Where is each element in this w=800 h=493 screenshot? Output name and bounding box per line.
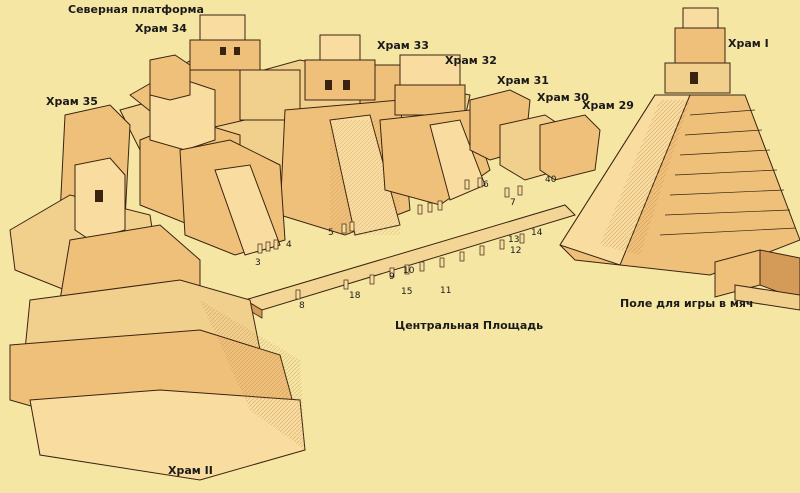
- label-north-platform: Северная платформа: [68, 3, 204, 16]
- central-plaza-ground: [243, 204, 576, 319]
- stela-number: 14: [531, 228, 543, 238]
- temple-32: [379, 54, 491, 206]
- stela-number: 18: [349, 291, 361, 301]
- stela-number: 7: [510, 198, 516, 208]
- stela-number: 8: [299, 301, 305, 311]
- label-temple-34: Храм 34: [135, 22, 187, 35]
- label-temple-29: Храм 29: [582, 99, 634, 112]
- temple-small-front: [179, 139, 286, 256]
- stela-number: 13: [508, 235, 520, 245]
- ball-court: [714, 249, 800, 311]
- stela-number: 40: [545, 175, 557, 185]
- label-temple-35: Храм 35: [46, 95, 98, 108]
- stela-number: 9: [389, 272, 395, 282]
- temple-1: [559, 7, 800, 276]
- stela-number: 4: [286, 240, 292, 250]
- label-temple-31: Храм 31: [497, 74, 549, 87]
- stela-number: 12: [510, 246, 522, 256]
- label-temple-2: Храм II: [168, 464, 213, 477]
- stela-number: 10: [403, 266, 415, 276]
- label-temple-33: Храм 33: [377, 39, 429, 52]
- label-temple-1: Храм I: [728, 37, 769, 50]
- label-temple-32: Храм 32: [445, 54, 497, 67]
- temple-29: [539, 114, 601, 181]
- stela-number: 5: [328, 228, 334, 238]
- label-temple-30: Храм 30: [537, 91, 589, 104]
- stelae: [257, 177, 525, 300]
- label-ball-court: Поле для игры в мяч: [620, 297, 754, 310]
- stela-number: 15: [401, 287, 413, 297]
- stela-number: 3: [255, 258, 261, 268]
- stela-number: 6: [483, 180, 489, 190]
- temple-33: [279, 34, 411, 236]
- label-central-plaza: Центральная Площадь: [395, 319, 544, 332]
- temple-2: [9, 157, 306, 481]
- stela-number: 11: [440, 286, 452, 296]
